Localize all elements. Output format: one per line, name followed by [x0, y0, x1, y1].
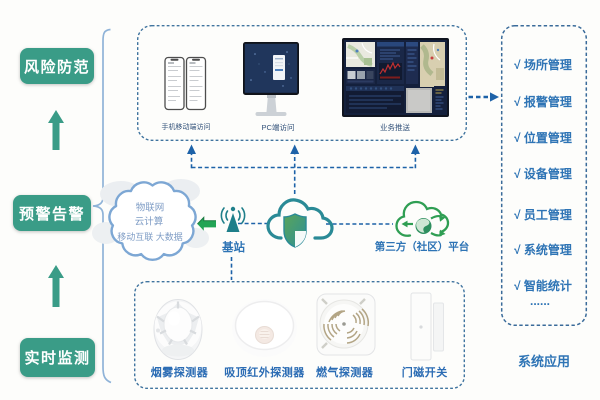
- svg-text:基站: 基站: [221, 240, 245, 254]
- svg-text:物联网: 物联网: [136, 202, 165, 214]
- svg-text:云计算: 云计算: [135, 216, 164, 228]
- svg-text:第三方（社区）平台: 第三方（社区）平台: [375, 240, 470, 253]
- svg-text:移动互联 大数据: 移动互联 大数据: [117, 231, 183, 242]
